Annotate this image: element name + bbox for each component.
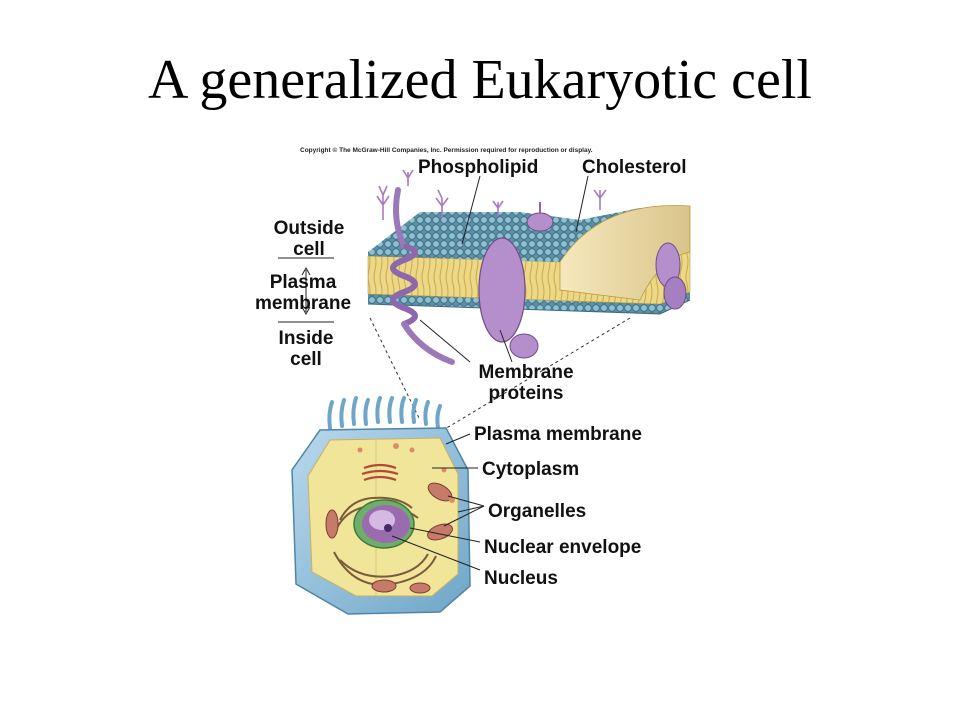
label-cholesterol: Cholesterol — [582, 157, 687, 178]
label-phospholipid: Phospholipid — [418, 157, 538, 178]
label-inside-cell-1: Inside — [279, 328, 334, 349]
glycolipid-chains — [376, 169, 607, 220]
label-outside-cell-2: cell — [293, 239, 325, 260]
label-inside-cell-2: cell — [290, 349, 322, 370]
membrane-leader-lines — [278, 175, 589, 363]
label-plasma-membrane-1: Plasma — [270, 272, 337, 293]
label-membrane-proteins-1: Membrane — [478, 362, 573, 383]
label-outside-cell-1: Outside — [274, 218, 345, 239]
cell-illustration — [291, 396, 471, 615]
membrane-slab — [367, 205, 691, 315]
label-cytoplasm: Cytoplasm — [482, 459, 579, 480]
label-plasma-membrane-2: membrane — [255, 293, 351, 314]
label-cell-plasma-membrane: Plasma membrane — [474, 424, 642, 445]
microvilli — [327, 396, 442, 430]
label-nucleus: Nucleus — [484, 568, 558, 589]
integral-protein — [478, 237, 539, 359]
copyright-notice: Copyright © The McGraw-Hill Companies, I… — [300, 146, 593, 154]
zoom-guide-lines — [369, 317, 631, 433]
helical-protein — [390, 187, 455, 365]
cell-leader-lines — [391, 433, 485, 571]
peripheral-protein — [526, 202, 554, 232]
label-nuclear-envelope: Nuclear envelope — [484, 537, 641, 558]
slide-title: A generalized Eukaryotic cell — [148, 49, 812, 111]
label-membrane-proteins-2: proteins — [489, 383, 564, 404]
label-organelles: Organelles — [488, 501, 586, 522]
